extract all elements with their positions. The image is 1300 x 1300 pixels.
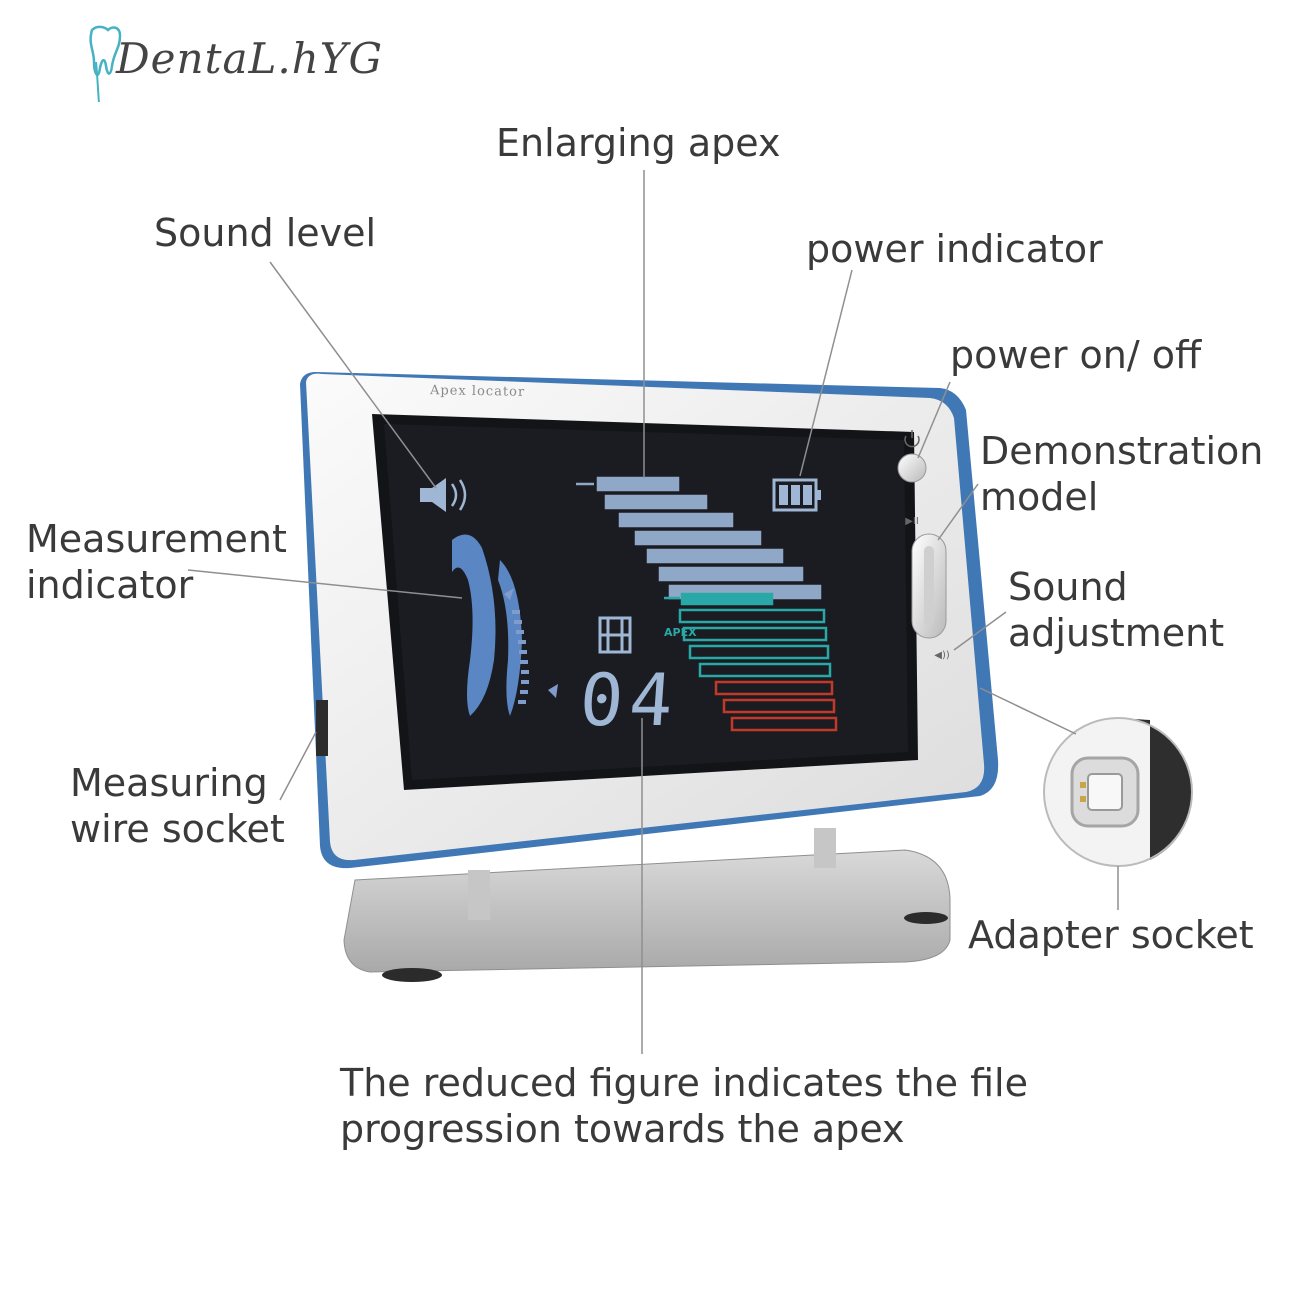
brand-logo: DentaL.hYG (86, 22, 406, 102)
label-sound-level: Sound level (154, 211, 377, 255)
label-reduced-figure: The reduced figure indicates the file pr… (340, 1061, 1028, 1151)
label-demonstration-model: Demonstration model (980, 429, 1264, 519)
device-title: Apex locator (429, 383, 526, 400)
lcd-screen (372, 414, 918, 790)
label-sound-adjustment: Sound adjustment (1008, 565, 1225, 655)
file-icon (598, 616, 632, 654)
sound-small-icon: ◀)) (934, 650, 950, 661)
adapter-socket-inset (1043, 717, 1193, 867)
power-icon (904, 435, 920, 448)
apex-progress-bars (576, 476, 838, 732)
tooth-indicator-icon (452, 534, 522, 716)
apex-label: APEX (664, 626, 697, 639)
label-adapter-socket: Adapter socket (968, 913, 1254, 957)
battery-icon (772, 478, 821, 512)
length-reading: 04 (577, 658, 682, 742)
label-measuring-wire-socket: Measuring wire socket (70, 761, 285, 851)
tooth-icon (89, 25, 122, 102)
power-button[interactable] (897, 453, 927, 483)
callout-lines (187, 170, 1119, 1054)
label-measurement-indicator: Measurement indicator (26, 517, 287, 607)
label-power-on-off: power on/ off (950, 333, 1202, 377)
file-depth-scale (504, 588, 558, 704)
device-stand (343, 828, 951, 982)
label-power-indicator: power indicator (806, 227, 1103, 271)
label-enlarging-apex: Enlarging apex (496, 121, 781, 165)
logo-text: DentaL.hYG (116, 34, 384, 83)
measuring-wire-socket[interactable] (316, 700, 328, 756)
play-pause-icon: ▶II (905, 516, 919, 527)
side-buttons: ▶II ◀)) (897, 430, 950, 661)
